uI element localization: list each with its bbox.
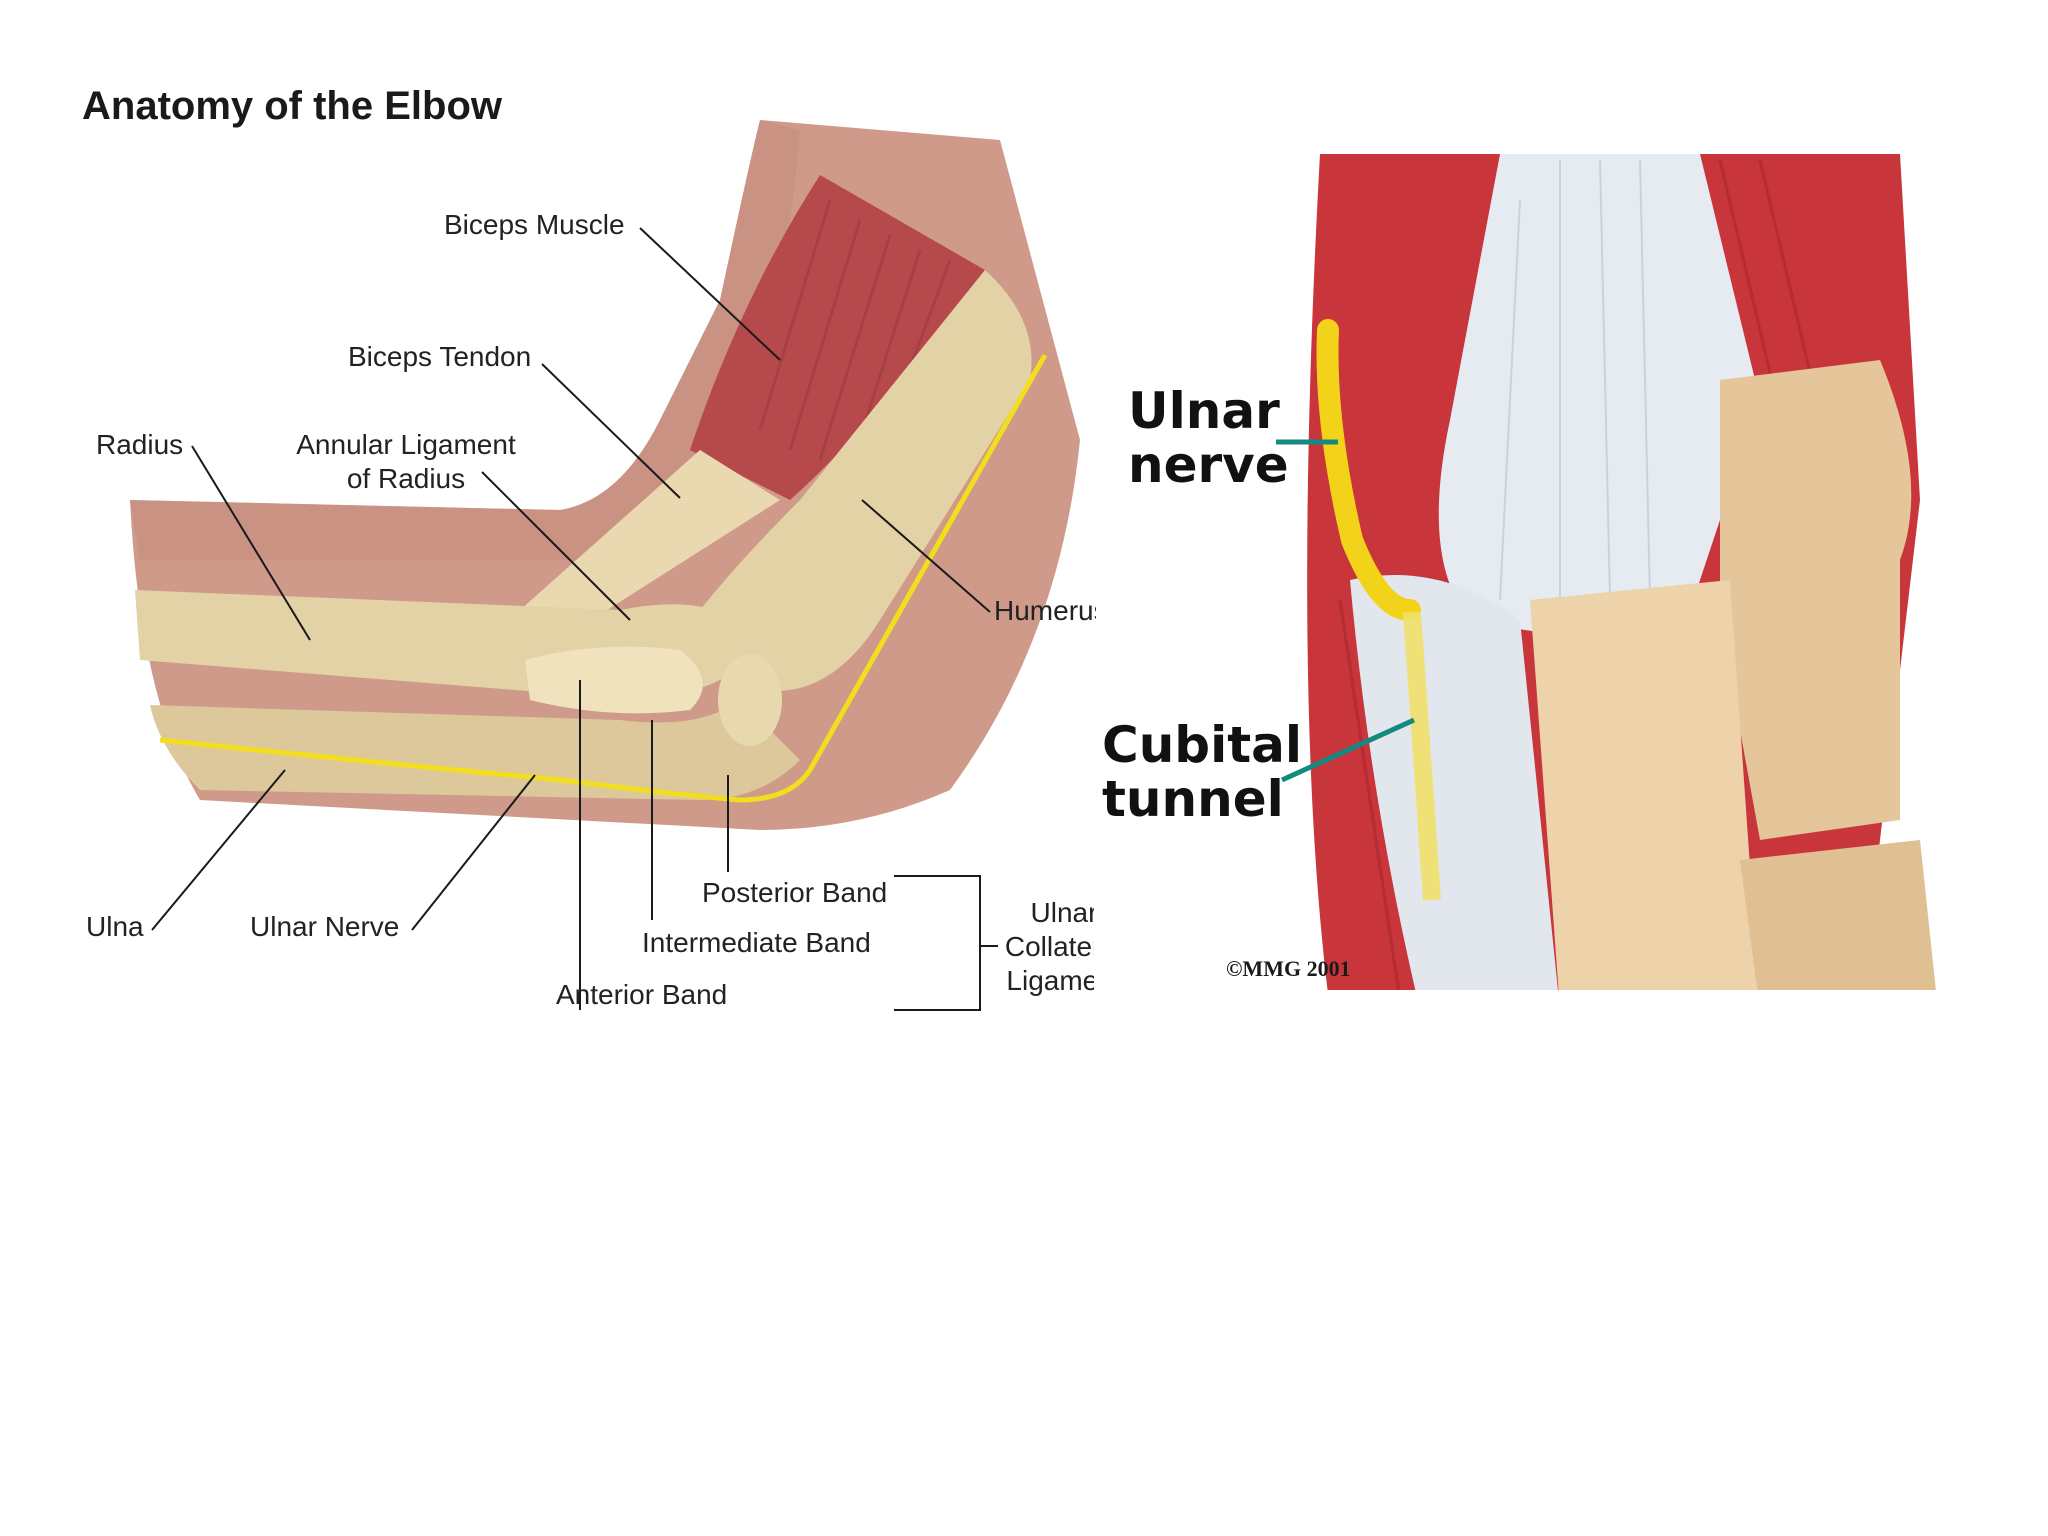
ulna-block — [1740, 840, 1938, 1010]
label-radius: Radius — [96, 428, 183, 462]
label-cubital-tunnel-line1: Cubital — [1102, 718, 1282, 772]
figure-title: Anatomy of the Elbow — [82, 84, 502, 129]
label-posterior-band: Posterior Band — [702, 876, 887, 910]
label-intermediate-band: Intermediate Band — [642, 926, 871, 960]
label-ucl-line1: Ulnar — [998, 896, 1094, 930]
label-cubital-tunnel: Cubital tunnel — [1102, 718, 1282, 826]
label-ulnar-nerve: Ulnar Nerve — [250, 910, 399, 944]
label-annular-ligament-line1: Annular Ligament — [290, 428, 522, 462]
label-cubital-tunnel-line2: tunnel — [1102, 772, 1282, 826]
label-annular-ligament: Annular Ligament of Radius — [290, 428, 522, 496]
label-ulnar-nerve-right-line1: Ulnar — [1128, 384, 1278, 438]
copyright-text: ©MMG 2001 — [1226, 956, 1351, 982]
label-ulnar-collateral-ligament: Ulnar Collateral Ligament — [998, 896, 1094, 998]
olecranon — [1530, 580, 1760, 1010]
label-biceps-muscle: Biceps Muscle — [444, 208, 625, 242]
label-biceps-tendon: Biceps Tendon — [348, 340, 531, 374]
label-ulnar-nerve-right-line2: nerve — [1128, 438, 1278, 492]
humerus-condyle — [1720, 360, 1911, 840]
label-ulna: Ulna — [86, 910, 144, 944]
humerus-label-clip: Humerus — [994, 594, 1096, 634]
label-anterior-band: Anterior Band — [556, 978, 727, 1012]
label-ulnar-nerve-right: Ulnar nerve — [1128, 384, 1278, 492]
label-ucl-line3: Ligament — [998, 964, 1094, 998]
label-annular-ligament-line2: of Radius — [290, 462, 522, 496]
ucl-label-clip: Ulnar Collateral Ligament — [998, 896, 1094, 1006]
label-humerus: Humerus — [994, 594, 1096, 628]
label-ucl-line2: Collateral — [998, 930, 1094, 964]
